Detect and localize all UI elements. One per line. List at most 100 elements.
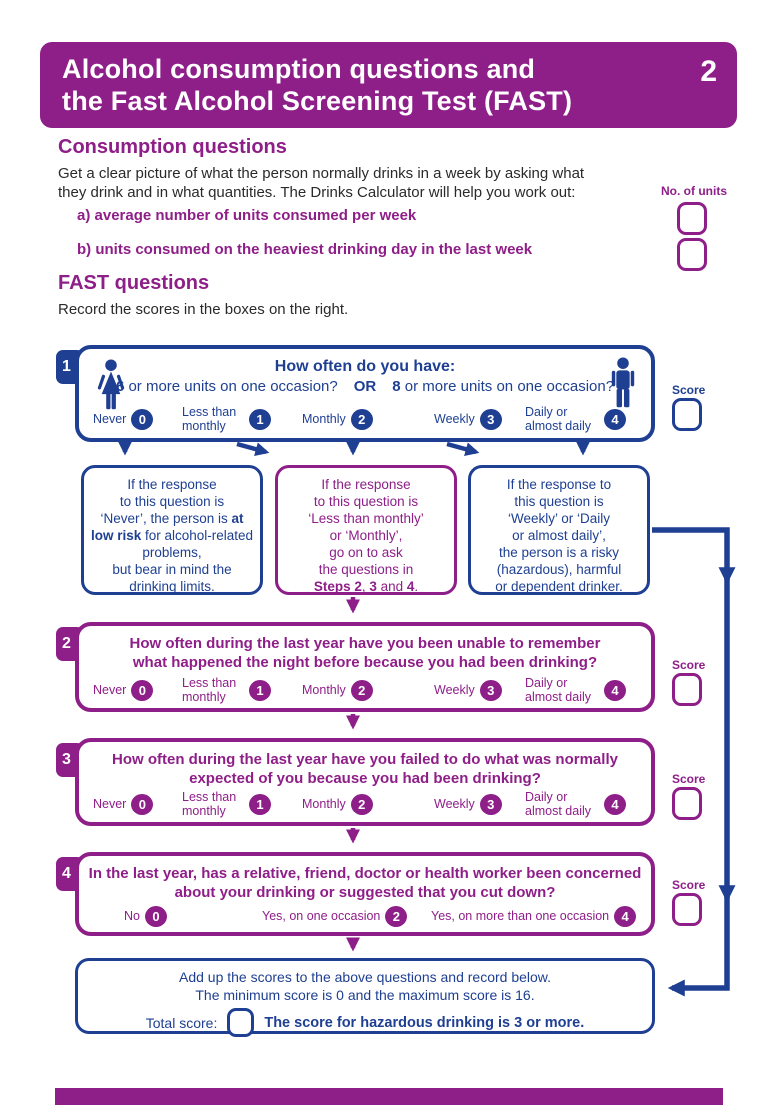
- option-label: Daily or almost daily: [525, 790, 591, 818]
- total-score-box-panel: Add up the scores to the above questions…: [75, 958, 655, 1037]
- q3-line2: expected of you because you had been dri…: [189, 770, 541, 787]
- q1-score-label: Score: [672, 383, 706, 397]
- total-score-row: Total score: The score for hazardous dri…: [78, 1008, 652, 1037]
- q1-option-monthly: Monthly 2: [302, 399, 373, 439]
- q3-option-less-than-monthly: Less than monthly 1: [182, 784, 271, 824]
- male-icon: [607, 354, 639, 421]
- consumption-intro-line1: Get a clear picture of what the person n…: [58, 165, 585, 182]
- q4-option-yes-once: Yes, on one occasion 2: [262, 902, 408, 930]
- option-label: Less than monthly: [182, 405, 237, 433]
- info-text-bold: 4: [406, 579, 415, 594]
- option-score-badge: 1: [249, 408, 271, 430]
- question-1-box: How often do you have: 6 or more units o…: [75, 345, 655, 442]
- option-label: Less than monthly: [182, 790, 237, 818]
- q1-title: How often do you have:: [274, 358, 456, 375]
- option-score-badge: 1: [249, 793, 271, 815]
- q4-score-box[interactable]: [672, 893, 702, 926]
- option-score-badge: 3: [479, 793, 502, 815]
- info-text: ,: [361, 579, 370, 594]
- q1-left-rest: or more units on one occasion?: [124, 378, 338, 395]
- page-title-line1: Alcohol consumption questions and: [62, 54, 536, 84]
- info-box-low-risk: If the response to this question is ‘Nev…: [81, 465, 263, 595]
- option-label: Monthly: [302, 797, 346, 811]
- option-label: Never: [93, 797, 127, 811]
- option-label: Yes, on more than one occasion: [431, 909, 610, 923]
- info-text: .: [414, 579, 419, 594]
- q3-option-weekly: Weekly 3: [434, 784, 502, 824]
- q2-option-daily: Daily or almost daily 4: [525, 670, 626, 710]
- option-score-badge: 3: [479, 679, 502, 701]
- q1-option-less-than-monthly: Less than monthly 1: [182, 399, 271, 439]
- option-score-badge: 1: [249, 679, 271, 701]
- q2-question: How often during the last year have you …: [79, 634, 651, 672]
- q2-score-label: Score: [672, 658, 706, 672]
- page-number: 2: [700, 55, 717, 88]
- option-score-badge: 2: [350, 793, 373, 815]
- fast-heading: FAST questions: [58, 272, 210, 294]
- item-b: b) units consumed on the heaviest drinki…: [77, 241, 533, 258]
- consumption-intro: Get a clear picture of what the person n…: [58, 164, 584, 202]
- units-per-week-box[interactable]: [677, 202, 707, 235]
- q4-score-label: Score: [672, 878, 706, 892]
- q3-option-monthly: Monthly 2: [302, 784, 373, 824]
- option-score-badge: 4: [604, 793, 626, 815]
- footer-bar: [55, 1088, 723, 1105]
- q4-line2: about your drinking or suggested that yo…: [174, 884, 556, 901]
- q3-score-box[interactable]: [672, 787, 702, 820]
- option-score-badge: 0: [131, 793, 154, 815]
- q4-option-no: No 0: [124, 902, 167, 930]
- q3-option-never: Never 0: [93, 784, 154, 824]
- option-score-badge: 3: [479, 408, 502, 430]
- q3-option-daily: Daily or almost daily 4: [525, 784, 626, 824]
- q4-option-yes-more: Yes, on more than one occasion 4: [431, 902, 637, 930]
- q1-right-rest: or more units on one occasion?: [400, 378, 615, 395]
- hazardous-note: The score for hazardous drinking is 3 or…: [264, 1014, 585, 1031]
- q1-left-num: 6: [115, 378, 125, 395]
- option-label: Daily or almost daily: [525, 405, 591, 433]
- q3-score-label: Score: [672, 772, 706, 786]
- option-score-badge: 2: [350, 679, 373, 701]
- option-score-badge: 0: [131, 679, 154, 701]
- q4-line1: In the last year, has a relative, friend…: [88, 865, 642, 882]
- consumption-intro-line2: they drink and in what quantities. The D…: [58, 184, 576, 201]
- q2-option-never: Never 0: [93, 670, 154, 710]
- info-box-risky: If the response to this question is ‘Wee…: [468, 465, 650, 595]
- units-heaviest-day-box[interactable]: [677, 238, 707, 271]
- info-text: If the response to this question is ‘Les…: [308, 477, 424, 577]
- q1-or: OR: [353, 378, 377, 395]
- header-banner: Alcohol consumption questions and the Fa…: [40, 42, 737, 128]
- option-label: Daily or almost daily: [525, 676, 591, 704]
- info-text: and: [376, 579, 407, 594]
- q2-line2: what happened the night before because y…: [132, 654, 598, 671]
- page-title-line2: the Fast Alcohol Screening Test (FAST): [62, 86, 573, 116]
- info-text-bold: 3: [369, 579, 377, 594]
- option-label: Yes, on one occasion: [262, 909, 381, 923]
- q3-line1: How often during the last year have you …: [112, 751, 618, 768]
- item-a: a) average number of units consumed per …: [77, 207, 417, 224]
- total-score-label: Total score:: [145, 1014, 218, 1031]
- q1-score-box[interactable]: [672, 398, 702, 431]
- total-line1: Add up the scores to the above questions…: [178, 969, 552, 985]
- option-label: Monthly: [302, 683, 346, 697]
- option-label: Weekly: [434, 683, 475, 697]
- q3-question: How often during the last year have you …: [79, 750, 651, 788]
- q2-option-monthly: Monthly 2: [302, 670, 373, 710]
- q2-line1: How often during the last year have you …: [129, 635, 601, 652]
- question-4-box: In the last year, has a relative, friend…: [75, 852, 655, 936]
- q2-score-box[interactable]: [672, 673, 702, 706]
- consumption-heading: Consumption questions: [58, 136, 287, 158]
- question-3-box: How often during the last year have you …: [75, 738, 655, 826]
- q2-option-less-than-monthly: Less than monthly 1: [182, 670, 271, 710]
- q4-question: In the last year, has a relative, friend…: [79, 864, 651, 902]
- total-score-input-box[interactable]: [227, 1008, 255, 1037]
- option-label: Never: [93, 412, 127, 426]
- option-score-badge: 4: [604, 408, 626, 430]
- info-text-bold: at low risk: [90, 511, 244, 543]
- q1-option-weekly: Weekly 3: [434, 399, 502, 439]
- total-line2: The minimum score is 0 and the maximum s…: [195, 987, 535, 1003]
- info-text-bold: Steps 2: [313, 579, 362, 594]
- option-label: Never: [93, 683, 127, 697]
- option-score-badge: 4: [614, 905, 637, 927]
- option-score-badge: 2: [385, 905, 408, 927]
